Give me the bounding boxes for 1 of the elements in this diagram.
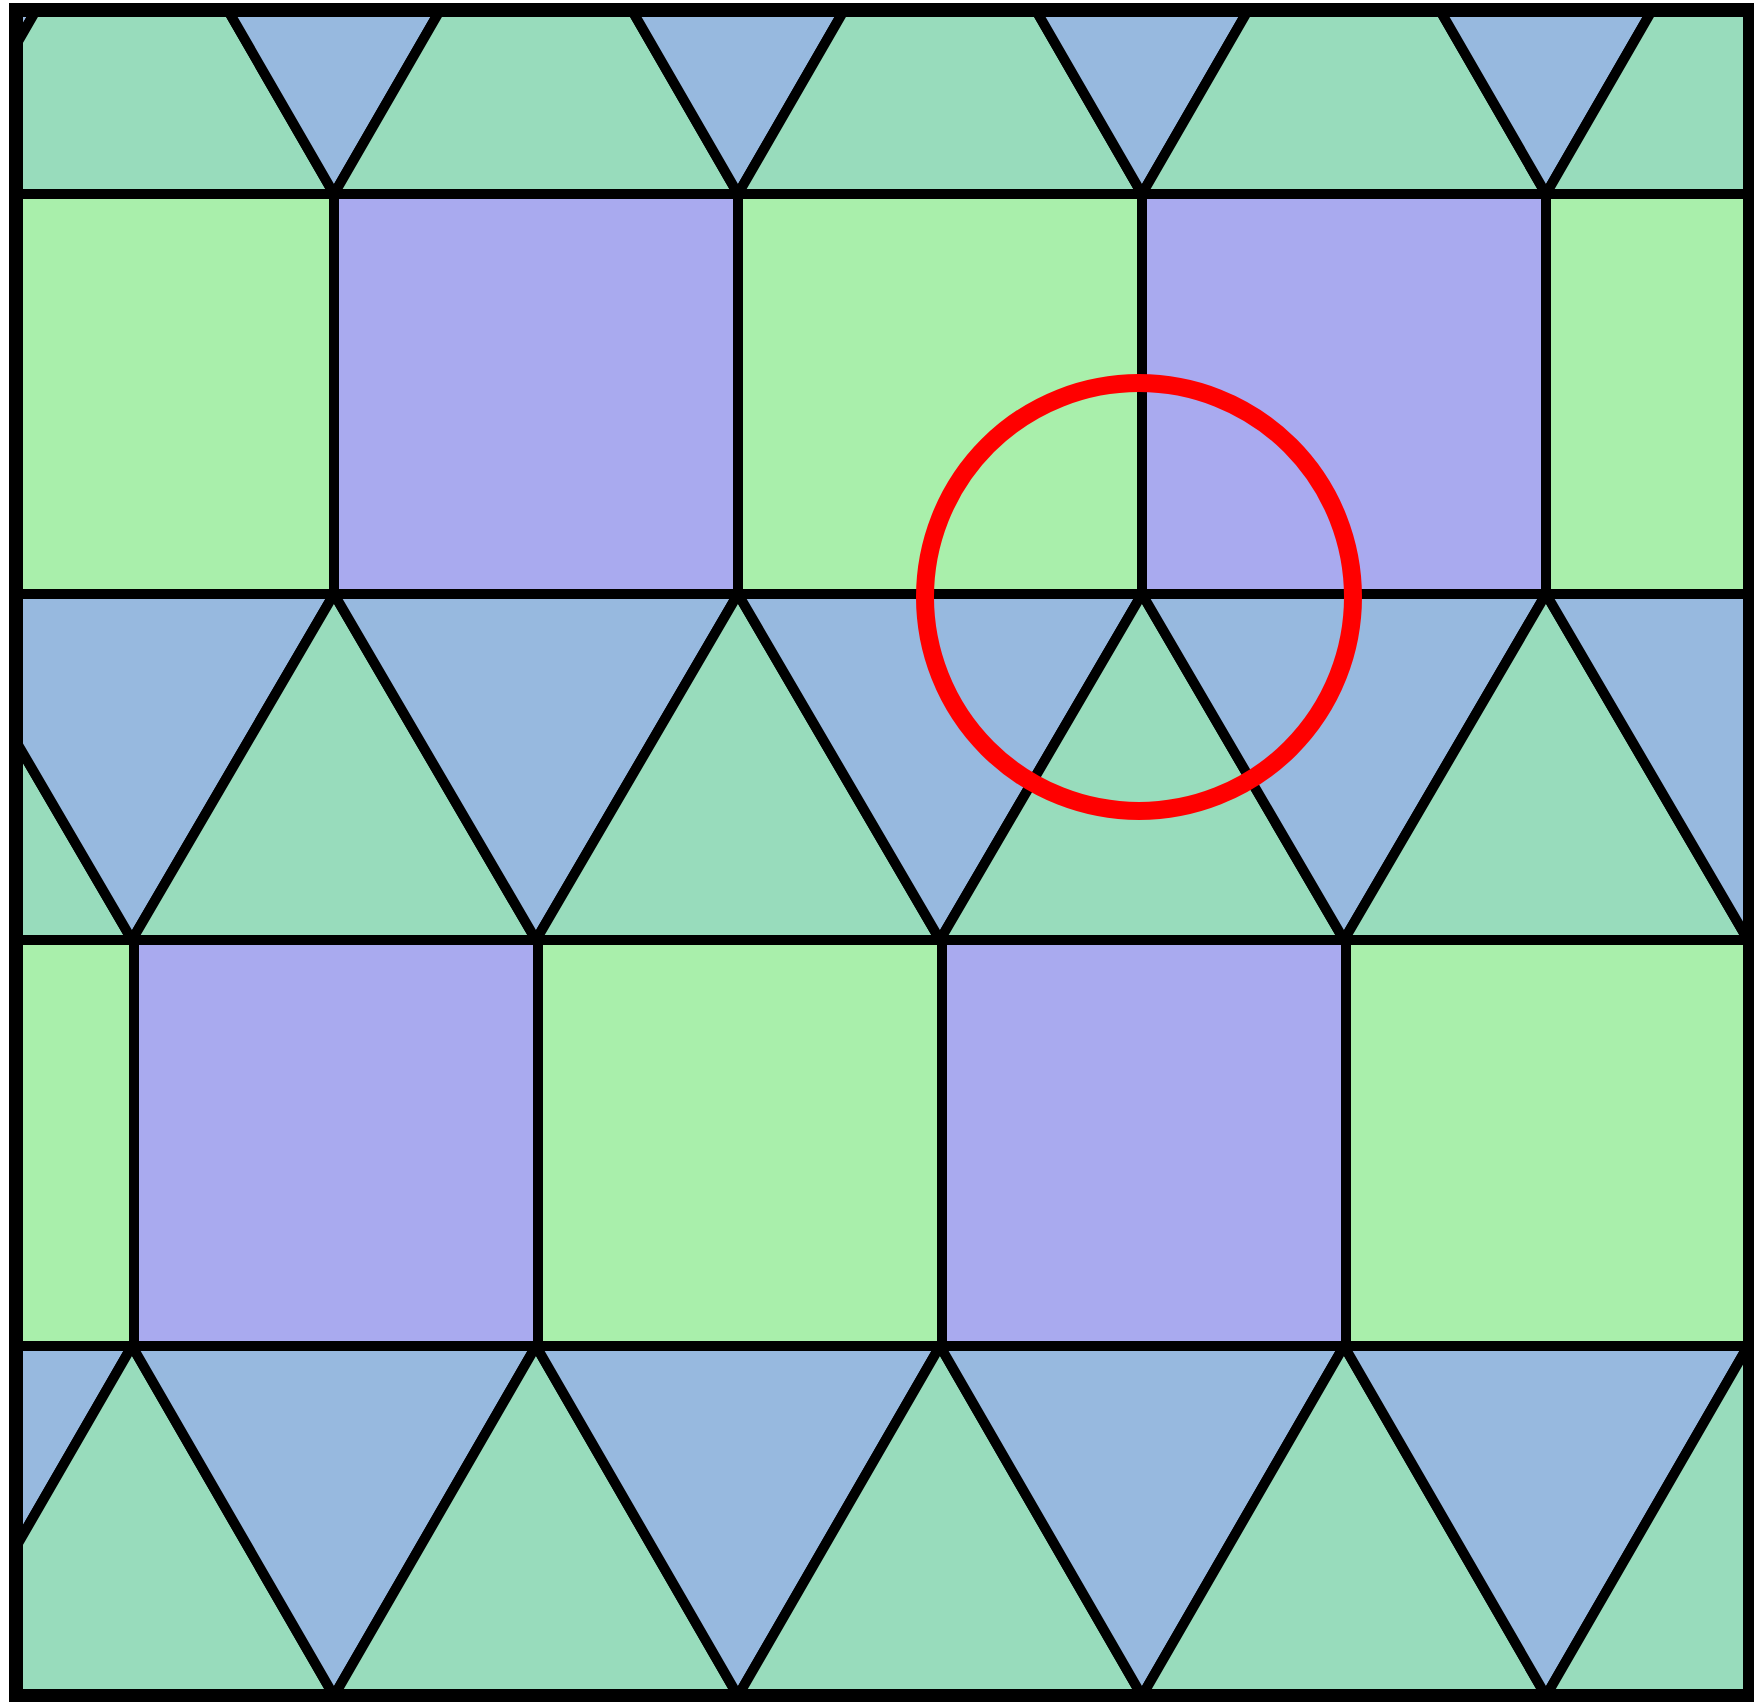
- highlight-circle: [915, 373, 1361, 819]
